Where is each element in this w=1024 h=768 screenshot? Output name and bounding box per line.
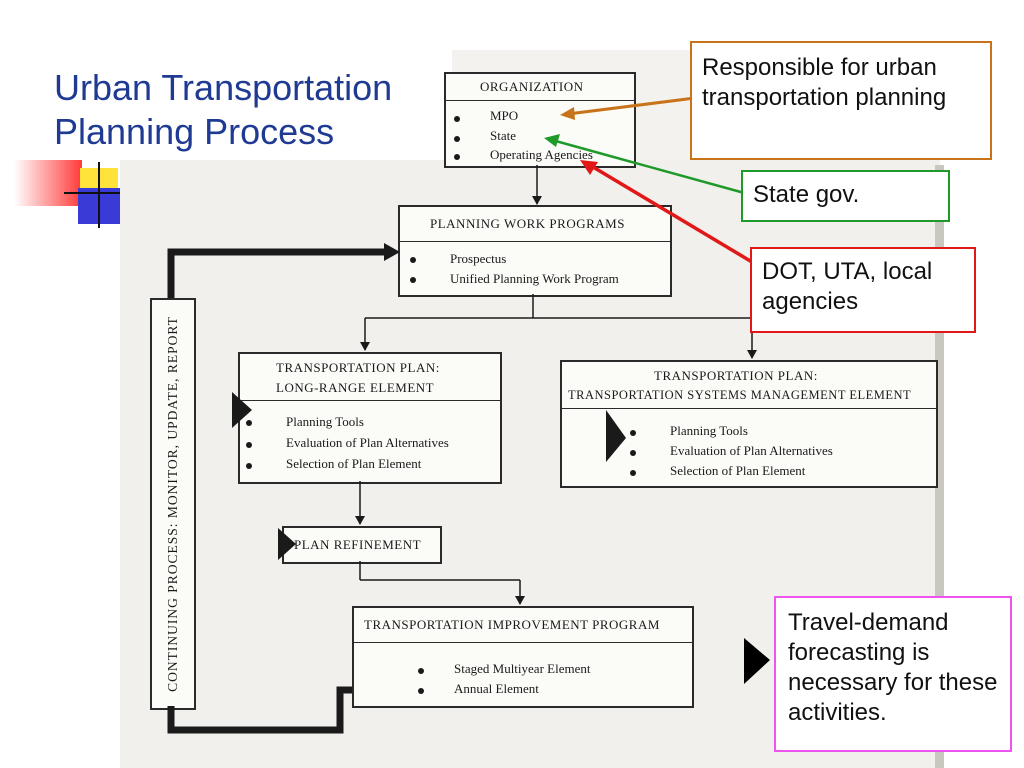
organization-item-state: State: [490, 128, 516, 143]
bullet-icon: [630, 450, 636, 456]
travel-pointer-icon: [744, 638, 770, 684]
planning-work-programs-box: PLANNING WORK PROGRAMS Prospectus Unifie…: [398, 205, 672, 297]
feedback-loop-top: [167, 248, 392, 298]
tip-item-staged: Staged Multiyear Element: [454, 661, 591, 676]
bullet-icon: [410, 257, 416, 263]
organization-item-operating-agencies: Operating Agencies: [490, 147, 593, 162]
planning-item-prospectus: Prospectus: [450, 251, 507, 266]
tip-item-annual: Annual Element: [454, 681, 539, 696]
planning-item-unified: Unified Planning Work Program: [450, 271, 619, 286]
callout-travel-text: Travel-demand forecasting is necessary f…: [788, 609, 998, 726]
arrow-head-icon: [355, 516, 365, 525]
tsm-title-line2: TRANSPORTATION SYSTEMS MANAGEMENT ELEMEN…: [568, 388, 912, 402]
arrow-head-icon: [360, 342, 370, 351]
bullet-icon: [410, 277, 416, 283]
page-title: Urban Transportation Planning Process: [54, 67, 393, 152]
tsm-title-line1: TRANSPORTATION PLAN:: [654, 368, 818, 383]
callout-urban-text: Responsible for urban transportation pla…: [702, 54, 947, 111]
plan-refinement-title: PLAN REFINEMENT: [294, 537, 422, 552]
bullet-icon: [454, 154, 460, 160]
callout-dot-uta: DOT, UTA, local agencies: [750, 247, 976, 333]
bullet-icon: [418, 688, 424, 694]
callout-state-gov: State gov.: [741, 170, 950, 222]
callout-arrow-dot-head-icon: [580, 160, 598, 175]
tsm-element-box: TRANSPORTATION PLAN: TRANSPORTATION SYST…: [560, 360, 938, 488]
callout-dot-text: DOT, UTA, local agencies: [762, 258, 933, 315]
tsm-item-selection: Selection of Plan Element: [670, 463, 806, 478]
callout-arrow-dot: [587, 162, 753, 264]
arrow-head-icon: [515, 596, 525, 605]
bullet-icon: [454, 116, 460, 122]
bullet-icon: [246, 442, 252, 448]
bullet-icon: [630, 430, 636, 436]
bullet-icon: [418, 668, 424, 674]
long-range-item-planning-tools: Planning Tools: [286, 414, 364, 429]
callout-arrow-urban-head-icon: [560, 107, 575, 120]
callout-urban-planning: Responsible for urban transportation pla…: [690, 41, 992, 160]
callout-arrow-state: [551, 138, 749, 196]
long-range-title-line2: LONG-RANGE ELEMENT: [276, 380, 435, 395]
long-range-element-box: TRANSPORTATION PLAN: LONG-RANGE ELEMENT …: [238, 352, 502, 484]
continuing-process-box: CONTINUING PROCESS: MONITOR, UPDATE, REP…: [150, 298, 196, 710]
bullet-icon: [246, 463, 252, 469]
long-range-title: TRANSPORTATION PLAN: LONG-RANGE ELEMENT: [240, 354, 500, 401]
organization-item-mpo: MPO: [490, 108, 519, 123]
feedback-arrow-refinement-icon: [278, 528, 296, 560]
tsm-item-evaluation: Evaluation of Plan Alternatives: [670, 443, 833, 458]
decorative-squares-logo: [14, 160, 134, 230]
callout-arrow-urban: [567, 96, 696, 116]
callout-arrow-state-head-icon: [544, 134, 560, 147]
planning-work-programs-title: PLANNING WORK PROGRAMS: [400, 207, 670, 242]
long-range-item-evaluation: Evaluation of Plan Alternatives: [286, 435, 449, 450]
bullet-icon: [454, 136, 460, 142]
bullet-icon: [246, 420, 252, 426]
callout-travel-demand: Travel-demand forecasting is necessary f…: [774, 596, 1012, 752]
long-range-title-line1: TRANSPORTATION PLAN:: [276, 360, 440, 375]
arrow-head-icon: [747, 350, 757, 359]
scanned-page-edge: [935, 165, 944, 768]
arrow-head-icon: [532, 196, 542, 205]
tip-title: TRANSPORTATION IMPROVEMENT PROGRAM: [354, 608, 692, 643]
feedback-arrow-tsm-icon: [606, 410, 626, 462]
long-range-item-selection: Selection of Plan Element: [286, 456, 422, 471]
feedback-arrow-planning-icon: [384, 243, 400, 261]
tsm-item-planning-tools: Planning Tools: [670, 423, 748, 438]
organization-box: ORGANIZATION MPO State Operating Agencie…: [444, 72, 636, 168]
tip-box: TRANSPORTATION IMPROVEMENT PROGRAM Stage…: [352, 606, 694, 708]
organization-title: ORGANIZATION: [446, 74, 634, 101]
feedback-arrow-long-range-icon: [232, 392, 252, 428]
feedback-loop-bottom: [167, 686, 352, 734]
bullet-icon: [630, 470, 636, 476]
tsm-title: TRANSPORTATION PLAN: TRANSPORTATION SYST…: [562, 362, 936, 409]
callout-state-text: State gov.: [753, 181, 860, 208]
